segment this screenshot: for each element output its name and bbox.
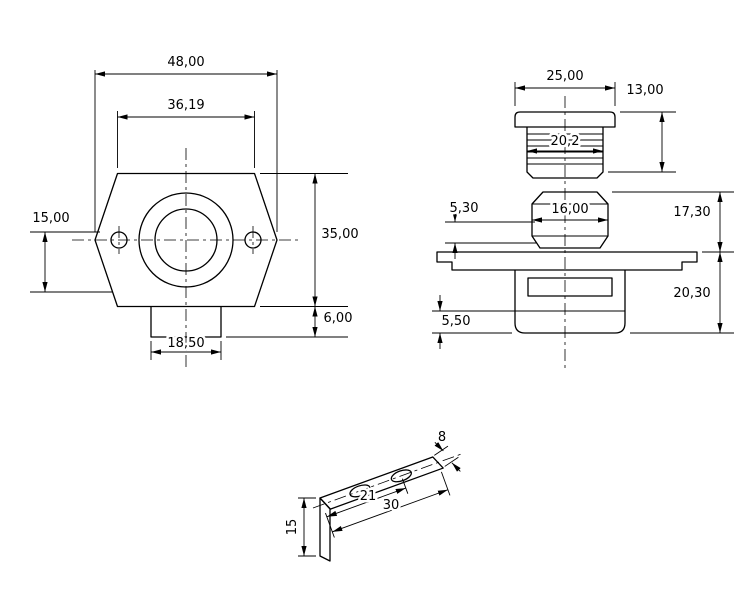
housing-body [514,270,626,334]
dim-side-cap-width: 25,00 [546,69,583,84]
dim-bracket-length: 30 [383,498,400,513]
dim-side-upper-height: 17,30 [673,205,710,220]
front-view-centerlines [72,148,300,368]
front-view: 48,00 36,19 15,00 35,00 6,00 18,50 [30,53,361,368]
dim-side-nut-width: 16,00 [551,202,588,217]
bracket-strap-group [312,442,462,538]
dim-front-tab-width: 18,50 [167,336,204,351]
cam-nut [531,191,609,249]
dim-front-overall-width: 48,00 [167,55,204,70]
dim-bracket-height: 15 [285,519,300,536]
housing-slot [527,277,613,297]
dim-side-lower-step: 5,50 [442,314,471,329]
bracket-dimension-lines [326,442,461,533]
bracket-height-dimension [298,497,316,557]
dim-side-nut-step: 5,30 [450,201,479,216]
side-view-dimension-lines [437,85,723,349]
front-view-extension-lines [30,70,348,360]
dim-bracket-width: 8 [438,430,446,445]
dim-front-tab-height: 6,00 [324,311,353,326]
bracket-view: 8 15 21 30 [283,428,462,562]
dim-side-cap-height: 13,00 [626,83,663,98]
dim-front-side-height: 15,00 [32,211,69,226]
dim-front-top-width: 36,19 [167,98,204,113]
lock-body-hexagon [94,172,278,308]
dim-side-body-height: 20,30 [673,286,710,301]
mounting-flange [436,251,698,271]
dim-front-height: 35,00 [321,227,358,242]
dim-bracket-hole-distance: 21 [360,489,377,504]
side-view: 25,00 13,00 20,2 5,30 16,00 17,30 20,30 … [432,67,734,372]
front-view-dimension-lines [42,71,318,355]
dim-side-thread-width: 20,2 [551,134,580,149]
thread-barrel [526,127,604,179]
button-cap [514,111,616,128]
